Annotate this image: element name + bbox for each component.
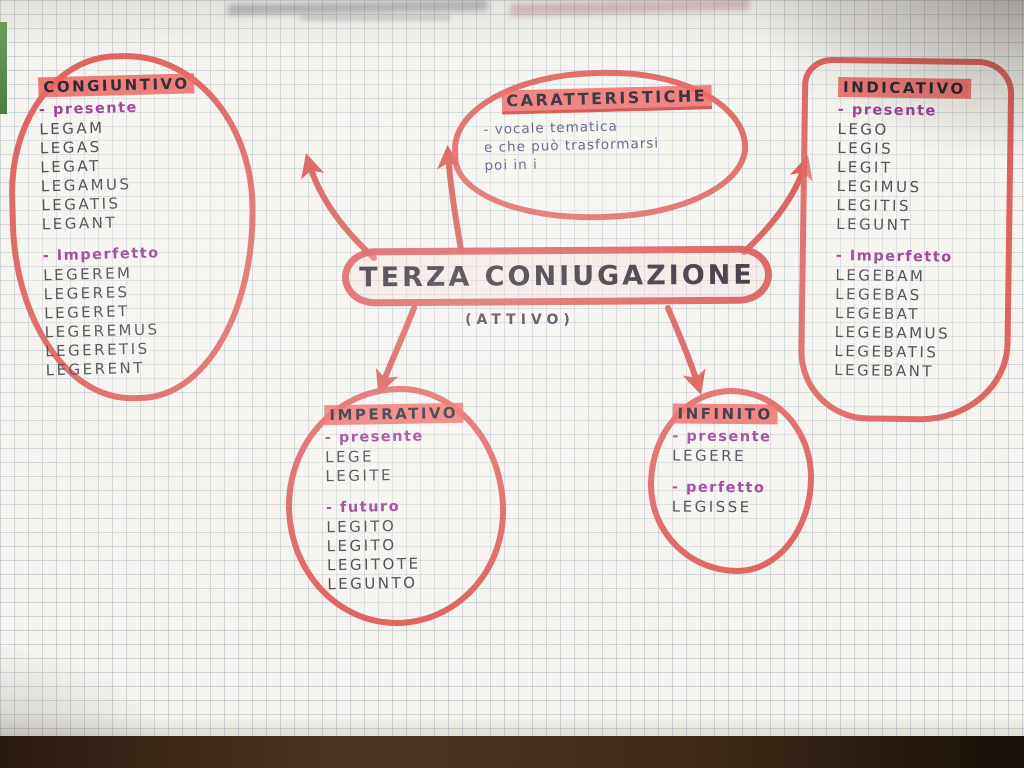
infinito-title: INFINITO: [672, 403, 804, 425]
main-subtitle-wrap: (ATTIVO): [330, 309, 710, 328]
verb-form: LEGERE: [672, 446, 747, 466]
caratteristiche-title: CARATTERISTICHE: [483, 85, 732, 115]
imperativo-title-text: IMPERATIVO: [324, 402, 464, 426]
verb-form: LEGIT: [836, 158, 893, 177]
indicativo-title: INDICATIVO: [837, 77, 1002, 99]
ink-bleed-through: [300, 15, 450, 21]
bubble-caratteristiche: CARATTERISTICHE - vocale tematica e che …: [450, 66, 750, 224]
congiuntivo-title-text: CONGIUNTIVO: [38, 73, 195, 98]
green-edge: [0, 22, 7, 114]
verb-form: LEGEBAMUS: [834, 323, 951, 343]
section-label: - perfetto: [671, 479, 766, 497]
ink-bleed-through: [509, 0, 751, 17]
section-label: - presente: [837, 102, 937, 120]
verb-form: LEGITIS: [836, 196, 912, 216]
bubble-infinito: INFINITO - presente LEGERE - perfetto LE…: [647, 387, 815, 575]
infinito-title-text: INFINITO: [672, 403, 778, 425]
spacer: [672, 465, 804, 479]
verb-form: LEGIMUS: [836, 177, 922, 197]
congiuntivo-title: CONGIUNTIVO: [38, 72, 240, 98]
indicativo-title-text: INDICATIVO: [837, 77, 971, 99]
verb-form: LEGEBAM: [835, 266, 926, 286]
verb-form: LEGEBANT: [834, 361, 935, 381]
verb-form: LEGERENT: [45, 358, 146, 380]
verb-form: LEGUNTO: [327, 573, 418, 594]
verb-form: LEGEBATIS: [834, 342, 939, 362]
verb-form: LEGIS: [837, 139, 894, 158]
bubble-indicativo: INDICATIVO - presente LEGO LEGIS LEGIT L…: [797, 56, 1015, 424]
section-label: - Imperfetto: [835, 248, 953, 266]
ink-bleed-through: [227, 0, 489, 16]
table-surface: [0, 736, 1024, 768]
verb-form: LEGEBAT: [834, 304, 921, 324]
verb-form: LEGISSE: [671, 497, 752, 517]
bubble-terza-coniugazione: TERZA CONIUGAZIONE: [341, 245, 773, 307]
imperativo-title: IMPERATIVO: [324, 402, 492, 426]
section-label: - presente: [672, 428, 772, 446]
verb-form: LEGEBAS: [835, 285, 922, 305]
verb-form: LEGUNT: [836, 215, 913, 235]
verb-form: LEGO: [837, 120, 889, 139]
bubble-imperativo: IMPERATIVO - presente LEGE LEGITE - futu…: [283, 384, 509, 628]
caratteristiche-title-text: CARATTERISTICHE: [501, 85, 713, 115]
arrow-center-to-indicativo: [741, 155, 813, 255]
main-title: TERZA CONIUGAZIONE: [359, 259, 755, 293]
main-subtitle: (ATTIVO): [465, 312, 575, 328]
arrow-center-to-congiuntivo: [301, 153, 377, 261]
bubble-congiuntivo: CONGIUNTIVO - presente LEGAM LEGAS LEGAT…: [5, 49, 261, 405]
